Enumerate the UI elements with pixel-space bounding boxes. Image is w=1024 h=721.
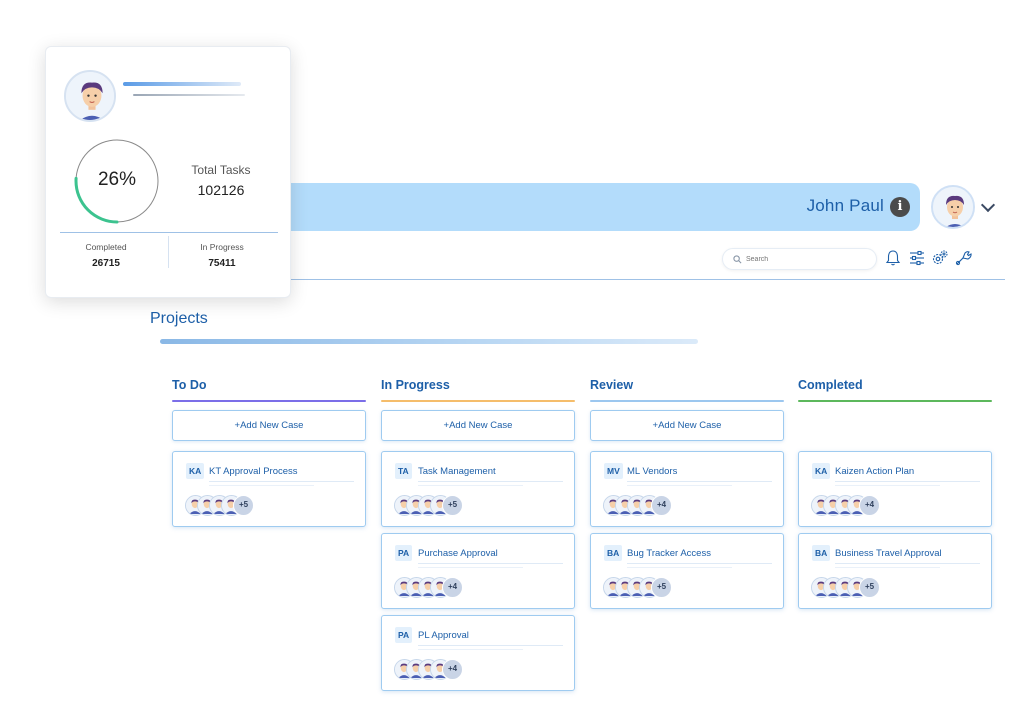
avatar [64, 70, 116, 122]
in-progress-value: 75411 [208, 258, 236, 269]
placeholder-line [418, 567, 523, 568]
placeholder-line [209, 485, 314, 486]
column-title: Review [590, 378, 634, 392]
case-code-badge: KA [812, 463, 831, 479]
placeholder-line [835, 485, 940, 486]
placeholder-line [418, 649, 523, 650]
placeholder-line [418, 481, 563, 482]
column-underline [590, 400, 784, 402]
case-card[interactable]: KA Kaizen Action Plan +4 [798, 451, 992, 527]
search-icon [733, 255, 742, 264]
user-name: John Paul [806, 196, 884, 215]
case-code-badge: BA [604, 545, 623, 561]
search-box[interactable] [722, 248, 877, 270]
placeholder-line [418, 645, 563, 646]
case-card[interactable]: PA Purchase Approval +4 [381, 533, 575, 609]
add-new-case-button[interactable]: +Add New Case [381, 410, 575, 441]
header-divider [150, 279, 1005, 280]
gear-icon[interactable] [931, 249, 949, 267]
total-tasks-label: Total Tasks [191, 163, 251, 177]
case-title[interactable]: Task Management [418, 466, 496, 477]
progress-ring [74, 138, 160, 224]
column-title: Completed [798, 378, 863, 392]
placeholder-line [627, 481, 772, 482]
case-title[interactable]: Bug Tracker Access [627, 548, 711, 559]
avatar [394, 577, 415, 598]
total-tasks-value: 102126 [197, 182, 245, 198]
placeholder-line [418, 485, 523, 486]
more-assignees-count: +5 [651, 577, 672, 598]
case-code-badge: PA [395, 627, 413, 643]
stats-divider [60, 232, 278, 233]
tool-icon[interactable] [954, 249, 972, 267]
subtitle-placeholder-bar [133, 94, 245, 96]
column-title: To Do [172, 378, 207, 392]
placeholder-line [418, 563, 563, 564]
page-title: Projects [150, 310, 208, 327]
stats-divider-vertical [168, 236, 169, 268]
case-title[interactable]: Kaizen Action Plan [835, 466, 915, 477]
column-underline [172, 400, 366, 402]
info-icon[interactable]: i [890, 197, 910, 217]
column-underline [798, 400, 992, 402]
case-code-badge: KA [186, 463, 205, 479]
case-card[interactable]: KA KT Approval Process +5 [172, 451, 366, 527]
more-assignees-count: +5 [859, 577, 880, 598]
placeholder-line [627, 485, 732, 486]
more-assignees-count: +5 [442, 495, 463, 516]
placeholder-line [835, 563, 980, 564]
in-progress-label: In Progress [200, 242, 244, 252]
more-assignees-count: +4 [651, 495, 672, 516]
chevron-down-icon[interactable] [980, 197, 996, 213]
progress-percent: 26% [97, 169, 137, 190]
placeholder-line [209, 481, 354, 482]
case-card[interactable]: TA Task Management +5 [381, 451, 575, 527]
more-assignees-count: +5 [233, 495, 254, 516]
user-avatar[interactable] [931, 185, 975, 229]
case-code-badge: TA [395, 463, 412, 479]
placeholder-line [835, 481, 980, 482]
case-title[interactable]: PL Approval [418, 630, 469, 641]
case-code-badge: MV [604, 463, 623, 479]
search-input[interactable] [746, 252, 866, 267]
column-underline [381, 400, 575, 402]
add-new-case-button[interactable]: +Add New Case [590, 410, 784, 441]
completed-value: 26715 [92, 258, 120, 269]
more-assignees-count: +4 [442, 659, 463, 680]
placeholder-line [835, 567, 940, 568]
more-assignees-count: +4 [442, 577, 463, 598]
case-card[interactable]: MV ML Vendors +4 [590, 451, 784, 527]
completed-label: Completed [85, 242, 127, 252]
case-card[interactable]: PA PL Approval +4 [381, 615, 575, 691]
case-code-badge: PA [395, 545, 413, 561]
add-new-case-button[interactable]: +Add New Case [172, 410, 366, 441]
placeholder-line [627, 563, 772, 564]
case-code-badge: BA [812, 545, 831, 561]
placeholder-line [627, 567, 732, 568]
column-title: In Progress [381, 378, 450, 392]
case-title[interactable]: Business Travel Approval [835, 548, 942, 559]
name-placeholder-bar [123, 82, 241, 86]
case-card[interactable]: BA Bug Tracker Access +5 [590, 533, 784, 609]
case-card[interactable]: BA Business Travel Approval +5 [798, 533, 992, 609]
bell-icon[interactable] [884, 249, 902, 267]
stats-card: 26% Total Tasks 102126 Completed 26715 I… [45, 46, 291, 298]
more-assignees-count: +4 [859, 495, 880, 516]
case-title[interactable]: ML Vendors [627, 466, 678, 477]
sliders-icon[interactable] [908, 249, 926, 267]
case-title[interactable]: Purchase Approval [418, 548, 498, 559]
title-underline [160, 339, 698, 344]
case-title[interactable]: KT Approval Process [209, 466, 298, 477]
